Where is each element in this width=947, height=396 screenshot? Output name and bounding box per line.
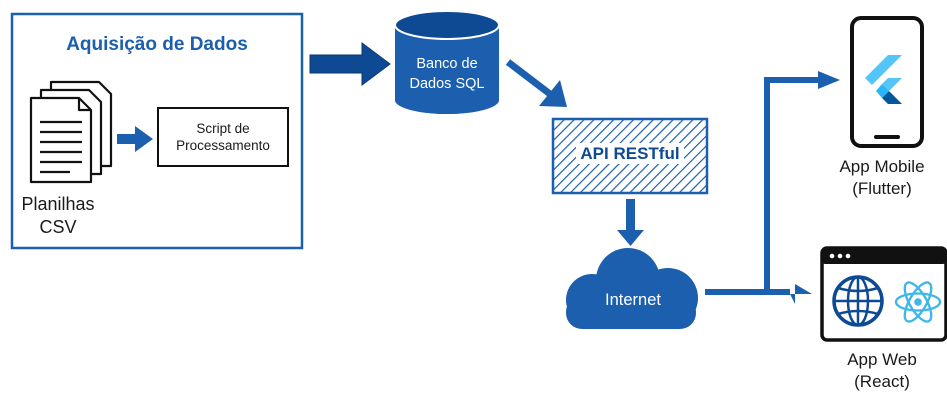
database-label-line1: Banco de [416,56,478,72]
mobile-app-label-line1: App Mobile [839,157,925,176]
cloud-icon [566,248,698,329]
web-app-label-line2: (React) [854,372,910,391]
script-box [157,107,289,167]
sheets-label-line1: Planilhas [21,194,95,214]
api-label: API RESTful [576,143,684,164]
script-label-line2: Processamento [176,138,270,153]
script-label: Script de Processamento [158,120,288,154]
database-cylinder-icon [394,10,500,114]
document-stack-icon [29,80,113,184]
script-label-line1: Script de [196,121,250,136]
globe-icon [832,275,884,327]
sheets-label-line2: CSV [39,217,77,237]
sheets-label: Planilhas CSV [18,193,98,239]
internet-label: Internet [605,291,661,309]
mobile-app-label: App Mobile (Flutter) [820,156,944,200]
connector-internet-to-apps [705,71,840,304]
mobile-app-label-line2: (Flutter) [852,179,912,198]
database-label-line2: Dados SQL [409,76,485,92]
arrow-sheets-to-script [117,126,153,152]
web-app-label-line1: App Web [847,350,917,369]
arrow-acquisition-to-database [309,42,391,86]
web-app-label: App Web (React) [820,349,944,393]
arrow-api-to-internet [617,199,644,246]
arrow-database-to-api [505,59,567,107]
database-label: Banco de Dados SQL [392,54,502,94]
api-label-wrap: API RESTful [553,143,707,164]
acquisition-title: Aquisição de Dados [66,34,248,55]
react-logo-icon [894,281,942,323]
flutter-logo-icon [865,55,902,104]
